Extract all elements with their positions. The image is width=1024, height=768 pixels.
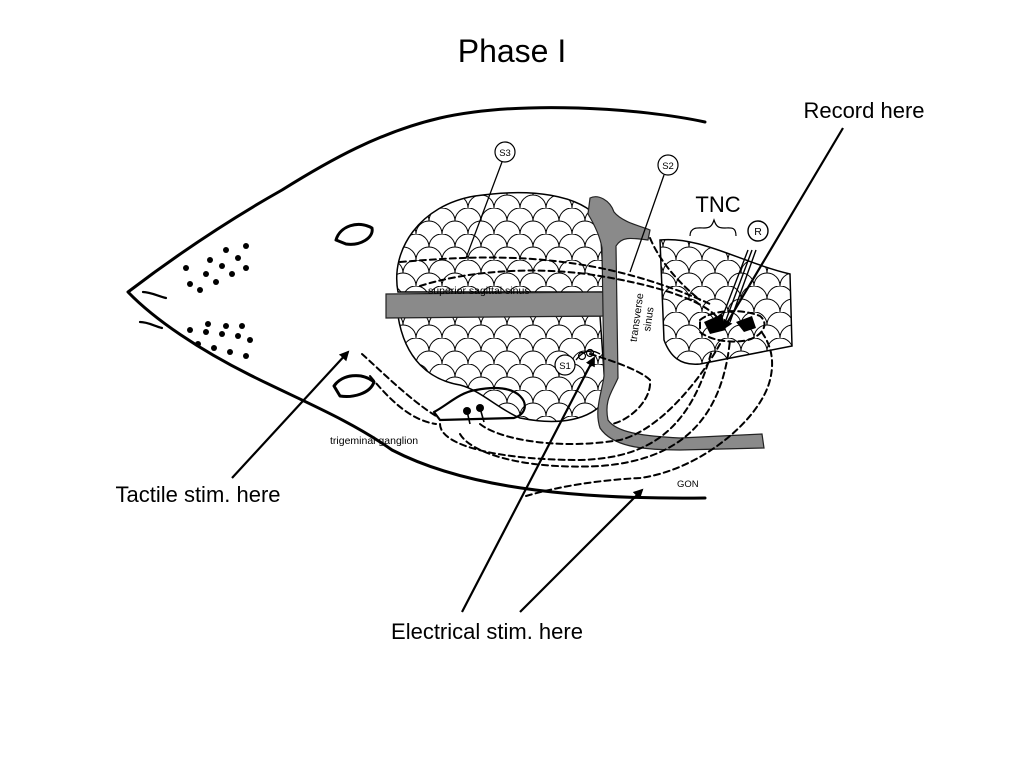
tnc-label: TNC — [695, 192, 740, 217]
trigeminal-ganglion-structure — [432, 386, 526, 425]
cerebellum — [659, 238, 793, 365]
trigeminal-ganglion-label: trigeminal ganglion — [330, 435, 418, 447]
upper-eye — [334, 223, 374, 246]
electrical-arrow-s1 — [461, 356, 595, 613]
svg-text:R: R — [754, 226, 762, 238]
electrical-arrow-gon — [519, 488, 644, 613]
site-marker-r: R — [747, 220, 769, 242]
nerve-pathways-dashed — [361, 237, 774, 497]
lower-eye — [332, 374, 376, 398]
transverse-sinus-label: transverse sinus — [628, 292, 657, 342]
transverse-sinus — [587, 196, 765, 451]
site-marker-s2: S2 — [629, 154, 679, 273]
whisker-pad-lower — [187, 321, 253, 359]
cerebral-hemisphere-upper — [396, 191, 605, 293]
gon-label: GON — [677, 479, 699, 490]
superior-sagittal-sinus-label: superior sagittal sinus — [428, 285, 530, 297]
svg-text:S2: S2 — [662, 161, 674, 172]
tnc-brace — [689, 218, 737, 237]
tactile-stim-callout: Tactile stim. here — [115, 482, 280, 507]
tactile-arrow — [231, 350, 350, 479]
site-marker-s3: S3 — [465, 141, 516, 259]
record-here-callout: Record here — [803, 98, 924, 123]
svg-text:sinus: sinus — [641, 306, 656, 332]
site-marker-s1: S1 — [554, 348, 601, 376]
cerebral-hemisphere-lower — [397, 315, 607, 423]
rat-head-outline — [126, 106, 707, 500]
record-arrow — [722, 127, 844, 330]
slide-title: Phase I — [458, 33, 567, 69]
whisker-pad-upper — [183, 243, 249, 293]
svg-text:S3: S3 — [499, 148, 511, 159]
svg-text:S1: S1 — [559, 361, 571, 372]
tnc-recording-site — [699, 249, 766, 343]
electrical-stim-callout: Electrical stim. here — [391, 619, 583, 644]
